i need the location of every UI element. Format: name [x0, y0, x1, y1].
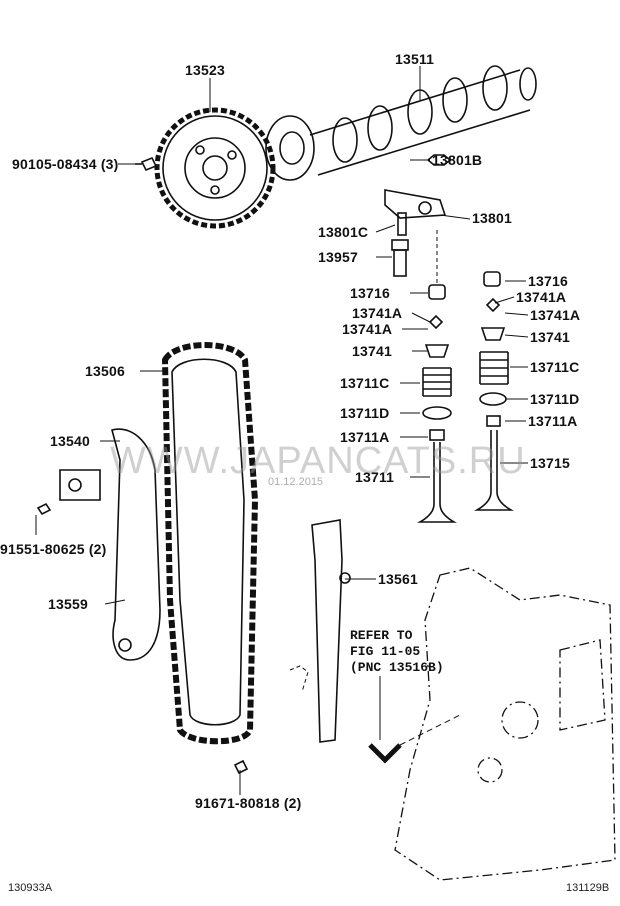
chain-vibration-damper — [233, 519, 351, 775]
label-right-13741: 13741 — [530, 329, 570, 345]
camshaft-sprocket — [154, 107, 276, 229]
label-13801: 13801 — [472, 210, 512, 226]
rocker-arm — [384, 154, 452, 285]
label-right-13741a-1: 13741A — [516, 289, 567, 305]
label-13561: 13561 — [378, 571, 418, 587]
label-left-13711a: 13711A — [340, 429, 390, 445]
label-13715: 13715 — [530, 455, 570, 471]
label-left-13741a-1: 13741A — [352, 305, 403, 321]
sprocket-bolt — [135, 156, 158, 172]
chain-tensioner — [36, 469, 101, 516]
label-13801c: 13801C — [318, 224, 369, 240]
intake-valve-assembly — [416, 284, 458, 523]
refer-note: REFER TO FIG 11-05 (PNC 13516B) — [350, 628, 444, 675]
label-90105-08434: 90105-08434 (3) — [12, 156, 119, 172]
label-13711: 13711 — [355, 469, 395, 485]
figure-code-right: 131129B — [566, 882, 610, 894]
leader-lines — [35, 66, 529, 795]
camshaft — [265, 65, 537, 181]
label-13801b: 13801B — [432, 152, 483, 168]
engine-block — [394, 567, 616, 881]
label-91551-80625: 91551-80625 (2) — [0, 541, 107, 557]
label-right-13716: 13716 — [528, 273, 568, 289]
label-13957: 13957 — [318, 249, 358, 265]
label-right-13711d: 13711D — [530, 391, 580, 407]
label-left-13716: 13716 — [350, 285, 390, 301]
label-right-13741a-2: 13741A — [530, 307, 581, 323]
label-13506: 13506 — [85, 363, 125, 379]
label-left-13711c: 13711C — [340, 375, 390, 391]
label-left-13741: 13741 — [352, 343, 392, 359]
exhaust-valve-assembly — [473, 271, 515, 511]
watermark-date: 01.12.2015 — [268, 476, 324, 488]
label-91671-80818: 91671-80818 (2) — [195, 795, 302, 811]
label-13523: 13523 — [185, 62, 225, 78]
label-right-13711c: 13711C — [530, 359, 580, 375]
oil-pipe — [368, 714, 461, 764]
label-13511: 13511 — [395, 51, 435, 67]
label-left-13741a-2: 13741A — [342, 321, 393, 337]
label-left-13711d: 13711D — [340, 405, 390, 421]
label-right-13711a: 13711A — [528, 413, 578, 429]
label-13559: 13559 — [48, 596, 88, 612]
tensioner-slipper — [111, 428, 161, 661]
label-13540: 13540 — [50, 433, 90, 449]
watermark-text: WWW.JAPANCATS.RU — [110, 440, 526, 482]
timing-chain — [161, 342, 259, 745]
figure-code-left: 130933A — [8, 882, 53, 894]
